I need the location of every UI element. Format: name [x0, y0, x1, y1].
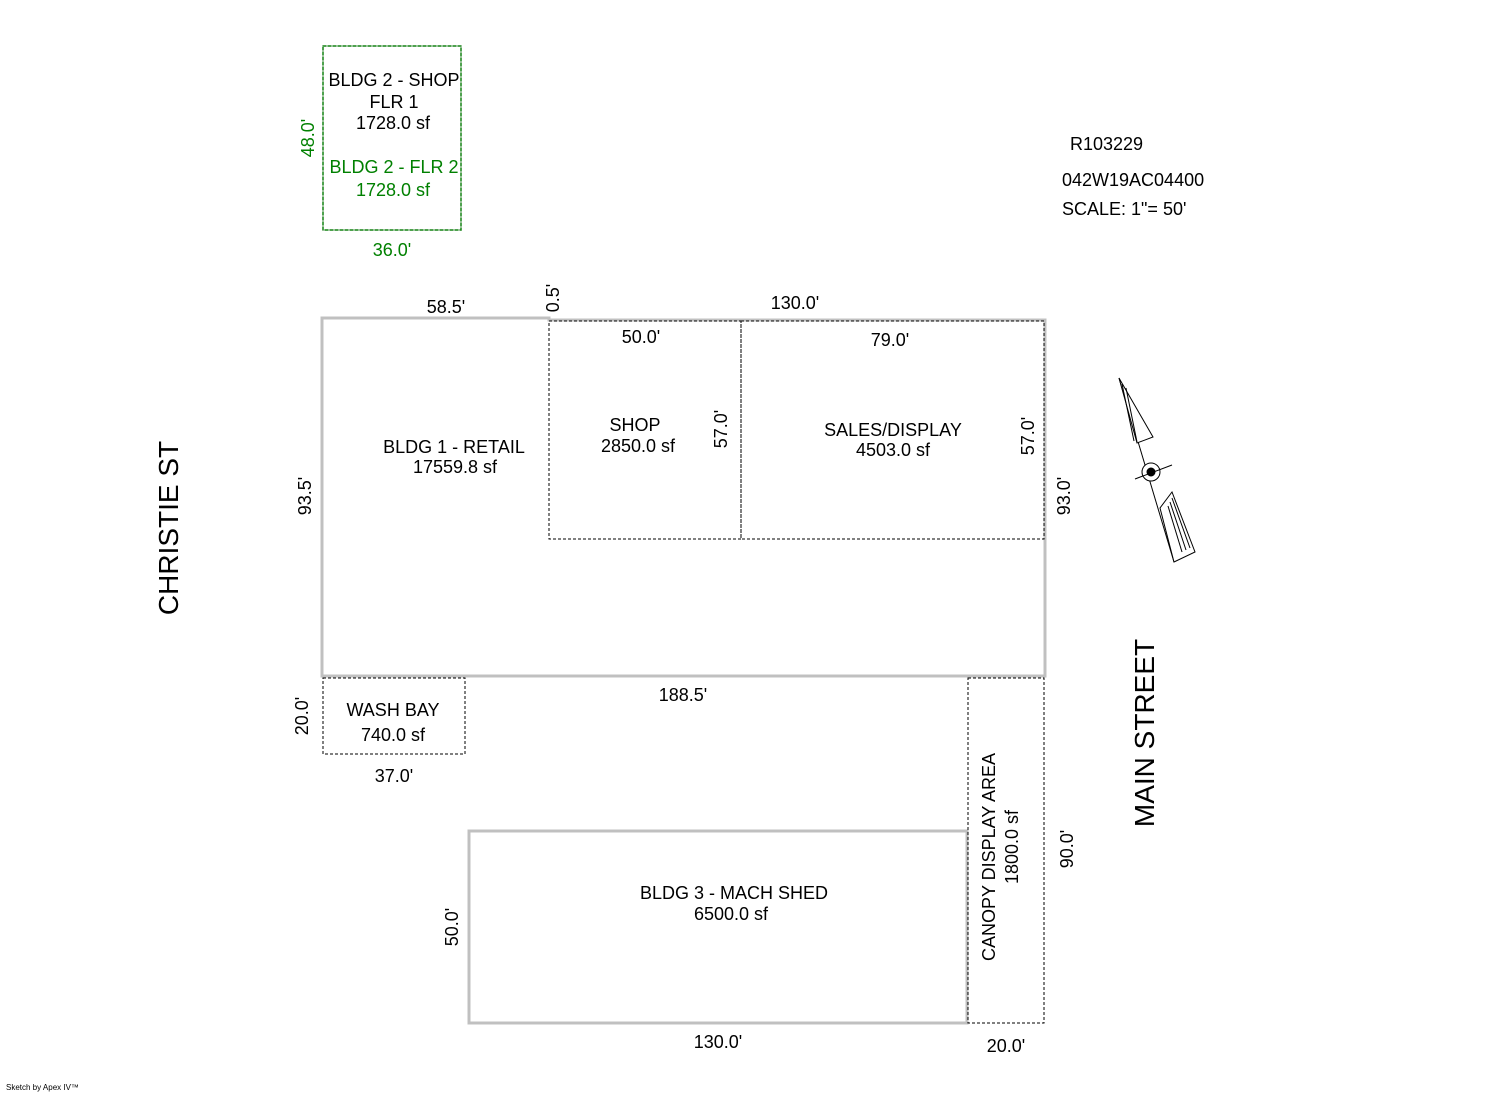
washbay-name: WASH BAY — [346, 700, 439, 720]
bldg3-height-dim: 50.0' — [442, 908, 462, 946]
canopy-width-dim: 20.0' — [987, 1036, 1025, 1056]
washbay-area: 740.0 sf — [361, 725, 426, 745]
bldg1-area: 17559.8 sf — [413, 457, 498, 477]
scale-label: SCALE: 1"= 50' — [1062, 199, 1186, 219]
bldg2-width-dim: 36.0' — [373, 240, 411, 260]
canopy-height-dim: 90.0' — [1057, 830, 1077, 868]
bldg2-flr1-line2: FLR 1 — [369, 92, 418, 112]
bldg1-top-right-dim: 130.0' — [771, 293, 819, 313]
canopy-area: 1800.0 sf — [1002, 809, 1022, 884]
bldg1-top-left-dim: 58.5' — [427, 297, 465, 317]
bldg2-flr2-area: 1728.0 sf — [356, 180, 431, 200]
bldg1-bottom-dim: 188.5' — [659, 685, 707, 705]
bldg2-height-dim: 48.0' — [298, 119, 318, 157]
shop-top-dim: 50.0' — [622, 327, 660, 347]
washbay-height-dim: 20.0' — [292, 697, 312, 735]
bldg3-outline — [467, 829, 969, 1025]
shop-area: 2850.0 sf — [601, 436, 676, 456]
canopy-name: CANOPY DISPLAY AREA — [979, 753, 999, 961]
bldg1-name: BLDG 1 - RETAIL — [383, 437, 525, 457]
sketch-credit: Sketch by Apex IV™ — [6, 1083, 79, 1092]
bldg2-flr1-area: 1728.0 sf — [356, 113, 431, 133]
shop-name: SHOP — [609, 415, 660, 435]
bldg1-outline — [320, 316, 1047, 678]
canopy-outline — [967, 677, 1045, 1024]
sales-top-dim: 79.0' — [871, 330, 909, 350]
washbay-width-dim: 37.0' — [375, 766, 413, 786]
bldg1-right-dim: 93.0' — [1054, 477, 1074, 515]
bldg2-outline — [322, 45, 462, 231]
sales-name: SALES/DISPLAY — [824, 420, 962, 440]
street-east: MAIN STREET — [1129, 639, 1160, 827]
map-number: 042W19AC04400 — [1062, 170, 1204, 190]
sales-outline — [740, 320, 1045, 540]
sales-side-dim: 57.0' — [1018, 417, 1038, 455]
street-west: CHRISTIE ST — [153, 441, 184, 615]
bldg3-width-dim: 130.0' — [694, 1032, 742, 1052]
bldg1-left-dim: 93.5' — [295, 477, 315, 515]
bldg3-name: BLDG 3 - MACH SHED — [640, 883, 828, 903]
bldg1-jog-dim: 0.5' — [543, 284, 563, 312]
sales-area: 4503.0 sf — [856, 440, 931, 460]
bldg2-flr2-line1: BLDG 2 - FLR 2 — [329, 157, 458, 177]
bldg3-area: 6500.0 sf — [694, 904, 769, 924]
shop-side-dim: 57.0' — [711, 410, 731, 448]
washbay-outline — [322, 677, 466, 755]
bldg2-flr1-line1: BLDG 2 - SHOP — [328, 70, 459, 90]
north-arrow-icon — [1118, 377, 1196, 563]
parcel-id: R103229 — [1070, 134, 1143, 154]
